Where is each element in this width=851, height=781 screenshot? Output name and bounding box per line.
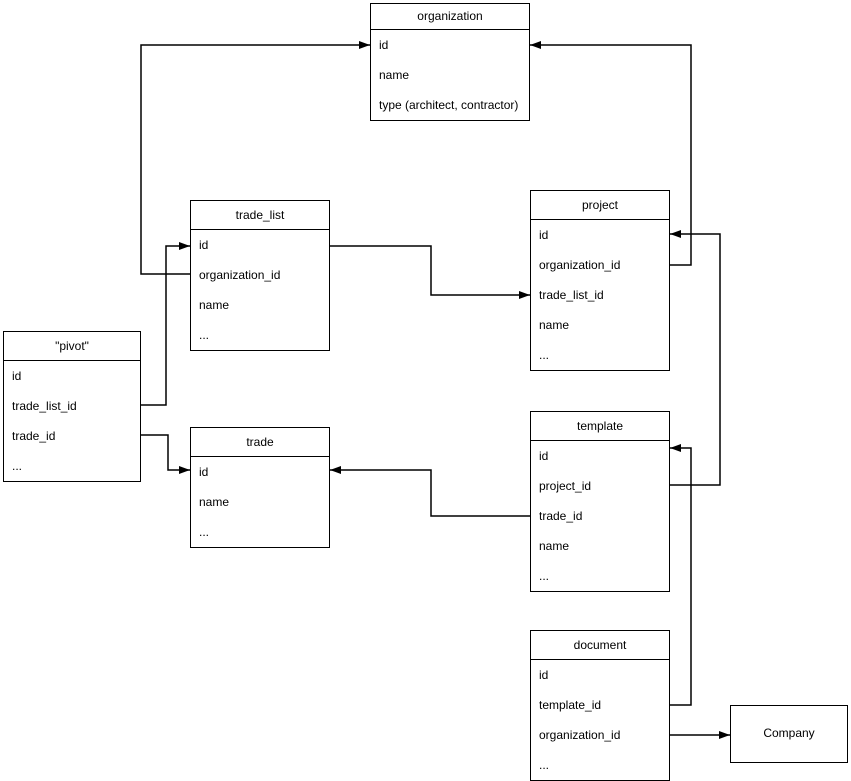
edge-pivot-to-trade	[141, 434, 190, 474]
entity-template-title: template	[531, 412, 669, 441]
entity-trade-list-field-more: ...	[199, 328, 210, 342]
entity-organization-title: organization	[371, 4, 529, 30]
entity-pivot-field-trade-id: trade_id	[12, 429, 56, 443]
entity-project-title: project	[531, 191, 669, 220]
edge-template-to-project	[670, 230, 721, 486]
entity-trade-field-more: ...	[199, 525, 210, 539]
entity-company: Company	[730, 705, 848, 763]
entity-project-field-more: ...	[539, 348, 550, 362]
entity-trade-list-field-name: name	[199, 298, 230, 312]
entity-trade-list-field-id: id	[199, 238, 209, 252]
edge-document-to-template	[670, 444, 692, 706]
entity-trade-field-name: name	[199, 495, 230, 509]
entity-document-title: document	[531, 631, 669, 660]
entity-trade-list-title: trade_list	[191, 201, 329, 230]
edge-trade-list-to-project	[330, 245, 530, 299]
entity-pivot-field-trade-list-id: trade_list_id	[12, 399, 77, 413]
edge-template-to-trade	[330, 466, 530, 517]
entity-pivot-field-more: ...	[12, 459, 23, 473]
entity-template-field-id: id	[539, 449, 549, 463]
entity-project: project id organization_id trade_list_id…	[530, 190, 670, 371]
entity-project-field-id: id	[539, 228, 549, 242]
entity-document-field-more: ...	[539, 758, 550, 772]
entity-trade-list: trade_list id organization_id name ...	[190, 200, 330, 351]
entity-project-field-organization-id: organization_id	[539, 258, 621, 272]
entity-template-field-trade-id: trade_id	[539, 509, 583, 523]
entity-project-field-name: name	[539, 318, 570, 332]
entity-pivot-field-id: id	[12, 369, 22, 383]
entity-pivot: "pivot" id trade_list_id trade_id ...	[3, 331, 141, 482]
entity-trade-title: trade	[191, 428, 329, 457]
entity-trade: trade id name ...	[190, 427, 330, 548]
entity-document: document id template_id organization_id …	[530, 630, 670, 781]
entity-document-field-template-id: template_id	[539, 698, 602, 712]
entity-template: template id project_id trade_id name ...	[530, 411, 670, 592]
entity-template-field-project-id: project_id	[539, 479, 592, 493]
entity-document-field-id: id	[539, 668, 549, 682]
entity-template-field-name: name	[539, 539, 570, 553]
entity-template-field-more: ...	[539, 569, 550, 583]
entity-company-title: Company	[763, 726, 815, 740]
entity-organization: organization id name type (architect, co…	[370, 3, 530, 121]
entity-organization-field-name: name	[379, 68, 410, 82]
entity-organization-field-type: type (architect, contractor)	[379, 98, 519, 112]
entity-organization-field-id: id	[379, 38, 389, 52]
entity-pivot-title: "pivot"	[4, 332, 140, 361]
entity-document-field-organization-id: organization_id	[539, 728, 621, 742]
entity-project-field-trade-list-id: trade_list_id	[539, 288, 604, 302]
edge-pivot-to-trade-list	[141, 242, 190, 406]
entity-trade-field-id: id	[199, 465, 209, 479]
entity-trade-list-field-organization-id: organization_id	[199, 268, 281, 282]
